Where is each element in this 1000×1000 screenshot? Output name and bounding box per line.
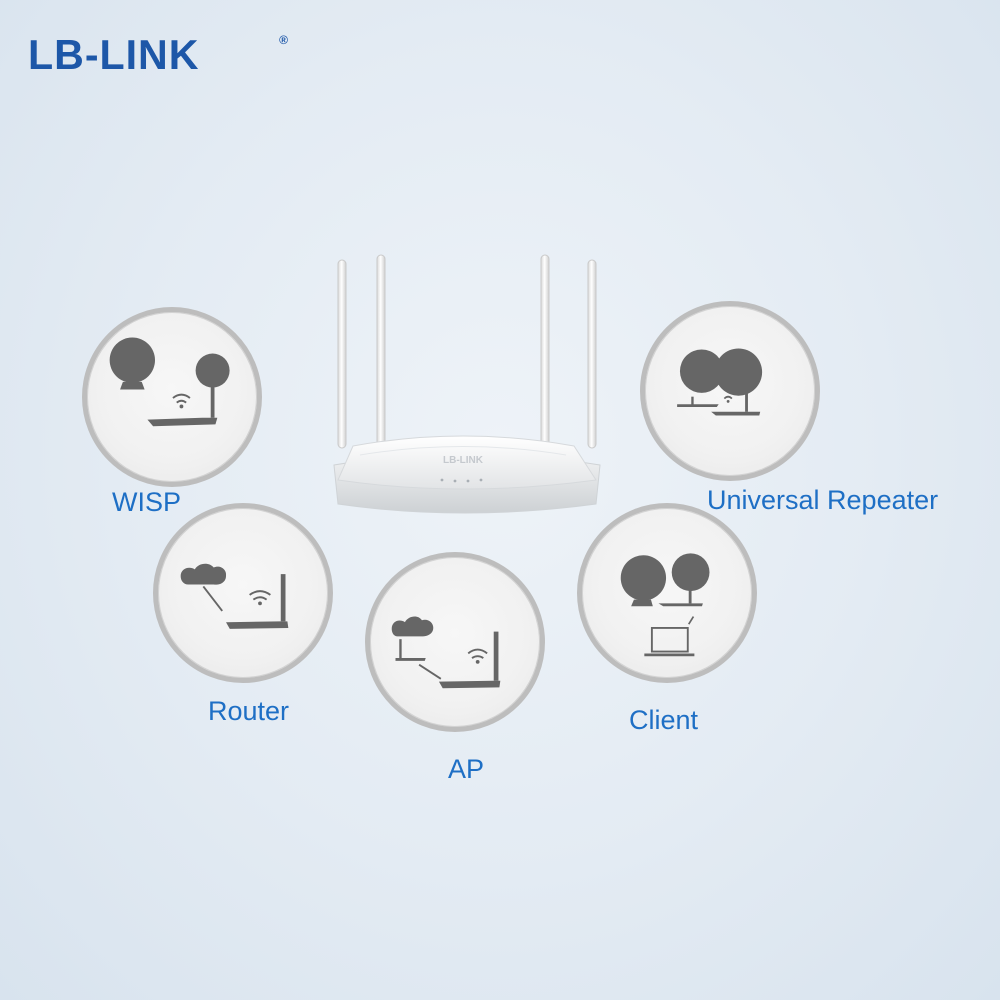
ap-diagram-icon xyxy=(391,616,501,689)
router-device-icon: LB-LINK xyxy=(333,254,601,514)
ap-mode-circle xyxy=(365,552,545,732)
router-diagram-icon xyxy=(180,563,289,629)
wisp-mode-circle xyxy=(82,307,262,487)
router-antennas xyxy=(337,254,597,452)
universal-repeater-diagram-icon xyxy=(677,348,763,416)
router-body: LB-LINK xyxy=(333,435,601,514)
router-badge: LB-LINK xyxy=(443,455,484,466)
mode-label-ap: AP xyxy=(448,754,485,784)
router-mode-circle xyxy=(153,503,333,683)
mode-label-wisp: WISP xyxy=(112,487,182,517)
brand-logo-text: LB-LINK xyxy=(28,31,200,78)
mode-label-router: Router xyxy=(208,696,290,726)
registered-mark: ® xyxy=(279,33,288,47)
mode-label-client: Client xyxy=(629,705,699,735)
router-status-leds xyxy=(440,478,483,483)
mode-label-universal-repeater: Universal Repeater xyxy=(707,485,939,515)
wisp-diagram-icon xyxy=(109,337,230,427)
client-diagram-icon xyxy=(620,553,710,657)
brand-logo: LB-LINK ® xyxy=(28,30,288,80)
client-mode-circle xyxy=(577,503,757,683)
universal-repeater-mode-circle xyxy=(640,301,820,481)
router-image: LB-LINK xyxy=(318,250,608,530)
